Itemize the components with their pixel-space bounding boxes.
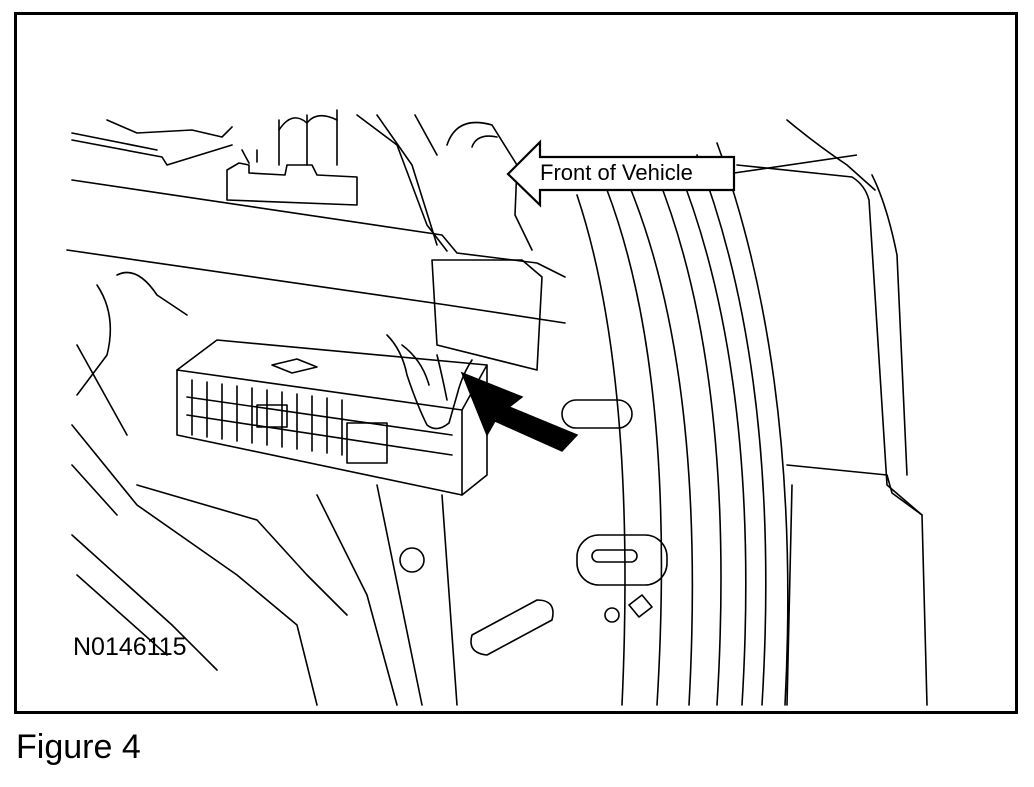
harness-connector <box>386 334 473 430</box>
junction-box-top <box>176 339 488 411</box>
dash-beam-bottom <box>66 249 566 324</box>
junction-box-front <box>176 369 463 496</box>
figure-identifier: N0146115 <box>73 633 187 661</box>
front-of-vehicle-callout: Front of Vehicle <box>506 139 858 208</box>
pointer-arrow <box>460 371 579 452</box>
beam-clip <box>226 162 358 206</box>
front-of-vehicle-label: Front of Vehicle <box>540 160 693 185</box>
dash-beam-top <box>71 179 566 278</box>
relay-block <box>256 404 288 428</box>
vehicle-interior-illustration: Front of Vehicle <box>66 109 928 706</box>
trim-tab <box>431 259 543 371</box>
pillar-curve-1 <box>576 194 626 706</box>
panel-slot <box>576 534 668 586</box>
figure-caption: Figure 4 <box>16 728 141 766</box>
illustration-frame: Front of Vehicle N0146115 <box>14 12 1018 714</box>
right-panel-edge <box>736 164 928 706</box>
